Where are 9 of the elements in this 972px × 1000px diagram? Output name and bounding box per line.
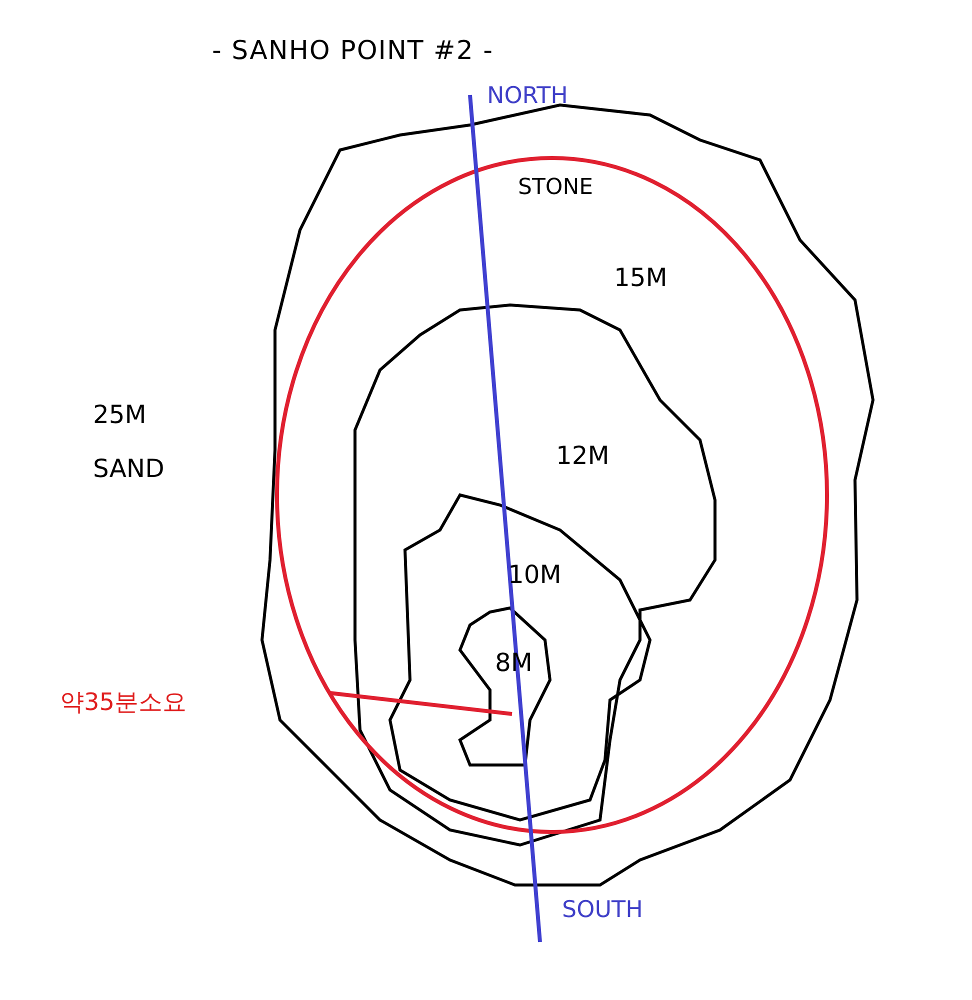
map-title: - SANHO POINT #2 - <box>212 36 494 66</box>
map-label: NORTH <box>487 85 568 108</box>
map-label: 12M <box>556 443 610 468</box>
map-label: 약35분소요 <box>60 690 187 714</box>
map-label: SAND <box>93 456 164 481</box>
map-label: 25M <box>93 402 146 427</box>
map-label: 15M <box>614 265 668 290</box>
map-label: STONE <box>518 177 594 199</box>
map-label: SOUTH <box>562 899 643 922</box>
